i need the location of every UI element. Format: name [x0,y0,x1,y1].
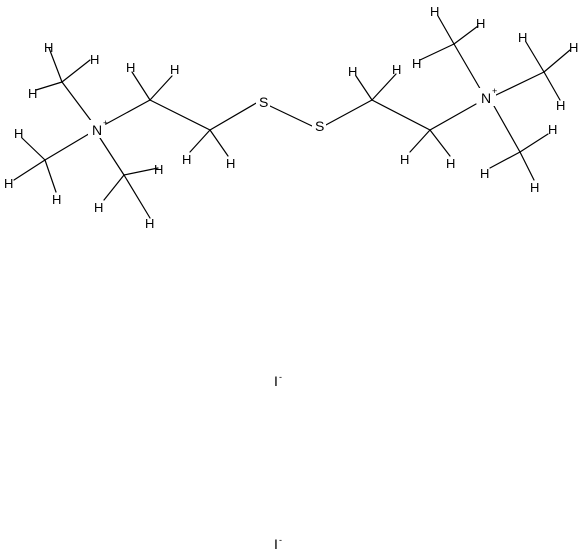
h-bond [44,159,57,193]
charge-n-left: + [103,118,108,128]
atom-h: H [14,126,23,141]
atom-h: H [90,52,99,67]
iodide-ion-2-charge: - [279,535,282,545]
hydrogen-labels: H H H H H H H H H H H H H H H H H H H H … [4,4,578,231]
atom-h: H [226,156,235,171]
atom-h: H [530,180,539,195]
atom-h: H [94,200,103,215]
atom-h: H [412,56,421,71]
bond-n-left-methyl-bottom [99,137,125,176]
atom-h: H [4,176,13,191]
atom-h: H [400,152,409,167]
bond-n-right-methyl-bottom [493,105,521,153]
bond-n-right-methyl-right [493,71,545,97]
bond-n-right-methyl-top [453,43,483,93]
label-mask [312,118,326,134]
h-bond [21,137,46,161]
bond-n-left-methyl-top [61,81,93,123]
atom-s-right: S [315,118,324,134]
h-bond [189,129,211,153]
h-bond [409,129,431,153]
atom-h: H [52,192,61,207]
atom-h: H [569,40,578,55]
h-bond [48,47,63,83]
h-bond [429,129,451,157]
h-bond [131,71,151,101]
atom-h: H [170,62,179,77]
h-bond [525,41,545,73]
atom-h: H [145,216,154,231]
h-bond [123,174,151,219]
atom-h: H [548,122,557,137]
h-bond [35,81,63,91]
atom-h: H [480,166,489,181]
iodide-ion-1: I [274,373,278,389]
label-mask [88,120,106,138]
atom-h: H [154,162,163,177]
h-bond [61,59,91,83]
iodide-ion-2: I [274,536,278,552]
h-bond [543,49,571,73]
bond-ch2d-n-right [429,103,477,131]
bond-n-left-methyl-left [44,131,93,161]
h-bond [543,71,561,101]
h-bond [419,43,455,61]
counterions: I - I - [274,372,282,552]
atom-s-left: S [259,94,268,110]
skeletal-bonds [44,43,545,176]
h-bond [371,73,397,101]
bond-n-left-ch2a [105,99,151,125]
atom-h: H [446,156,455,171]
h-bond [519,151,535,181]
atom-h: H [44,40,53,55]
heteroatom-labels: N + S S N + [88,86,497,138]
h-bond [209,129,229,157]
h-bond [355,75,373,101]
label-mask [478,88,496,106]
iodide-ion-1-charge: - [279,372,282,382]
atom-h: H [348,64,357,79]
atom-h: H [182,152,191,167]
bond-s-s [269,105,313,127]
atom-h: H [126,60,135,75]
h-bond [453,25,479,45]
h-bond [437,15,455,45]
charge-n-right: + [492,86,497,96]
atom-h: H [28,86,37,101]
h-bond [13,159,46,181]
h-bond [103,174,125,201]
atom-n-left: N [92,122,102,138]
atom-n-right: N [481,90,491,106]
h-bond [123,167,159,176]
atom-h: H [518,30,527,45]
atom-h: H [556,98,565,113]
h-bond [489,151,521,169]
h-bond [149,75,173,101]
bond-ch2c-ch2d [371,99,431,131]
hydrogen-bonds [13,15,571,219]
bond-ch2a-ch2b [149,99,211,131]
bond-ch2b-s-left [209,101,259,131]
atom-h: H [476,16,485,31]
atom-h: H [392,62,401,77]
atom-h: H [430,4,439,19]
bond-s-right-ch2c [323,99,373,127]
label-mask [256,94,270,110]
h-bond [519,133,549,153]
